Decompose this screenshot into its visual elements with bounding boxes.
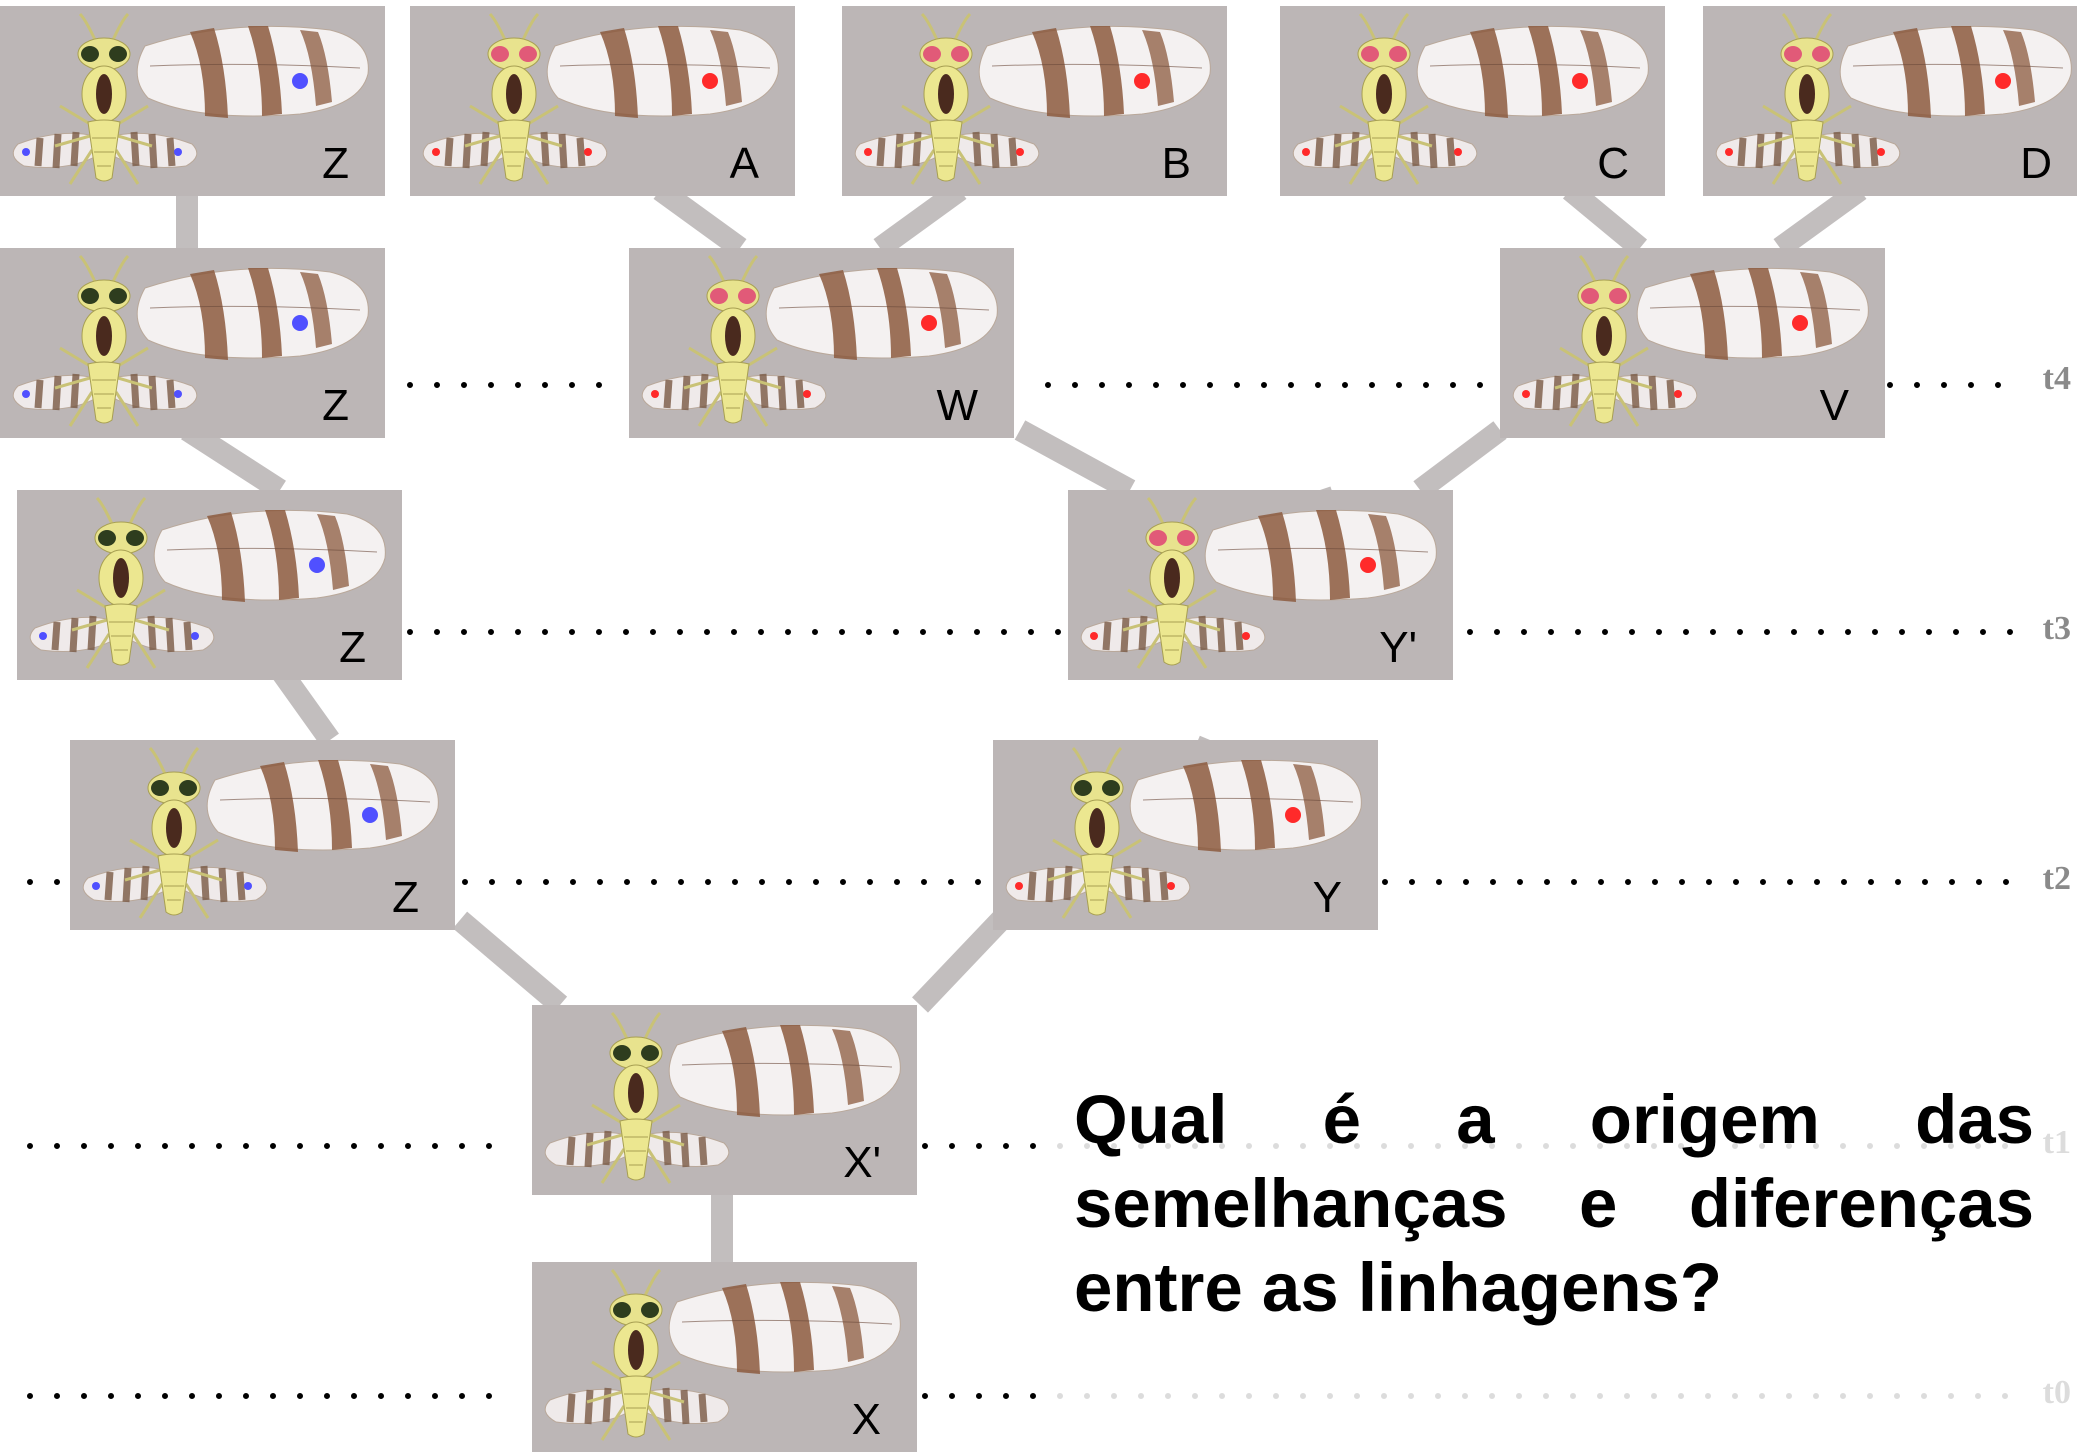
connector-1 [181,420,286,500]
connector-11 [873,181,967,257]
lineage-z-t3: Z [17,490,402,680]
connector-2 [271,663,339,747]
lineage-v: V [1500,248,1885,438]
lineage-label: V [1819,381,1849,430]
time-label-t1: t1 [2042,1124,2071,1161]
lineage-label: C [1597,139,1629,188]
fruit-fly-illustration [29,496,386,669]
fruit-fly-illustration [641,254,998,427]
lineage-label: W [936,381,978,430]
lineage-label: D [2020,139,2052,188]
fruit-fly-illustration [1292,12,1649,185]
lineage-label: X [851,1395,881,1444]
connector-13 [1773,181,1867,257]
fruit-fly-illustration [1005,746,1362,919]
time-label-t4: t4 [2042,360,2071,397]
fruit-fly-illustration [422,12,779,185]
lineage-label: Y' [1379,623,1417,672]
fruit-fly-illustration [82,746,439,919]
lineage-z-t2: Z [70,740,455,930]
fruit-fly-illustration [12,12,369,185]
lineage-y: Y [993,740,1378,930]
lineage-w: W [629,248,1014,438]
lineage-y-prime: Y' [1068,490,1453,680]
lineage-label: X' [843,1138,881,1187]
time-label-t0: t0 [2042,1374,2071,1411]
lineage-label: Z [322,381,349,430]
time-label-t2: t2 [2042,860,2071,897]
lineage-label: A [729,139,759,188]
lineage-z-top: Z [0,6,385,196]
lineage-label: Y [1312,873,1342,922]
fruit-fly-illustration [1080,496,1437,669]
lineage-label: B [1161,139,1191,188]
fruit-fly-illustration [544,1268,901,1441]
lineage-d: D [1703,6,2077,196]
fruit-fly-illustration [12,254,369,427]
fruit-fly-illustration [1512,254,1869,427]
fruit-fly-illustration [1715,12,2072,185]
lineage-label: Z [322,139,349,188]
fruit-fly-illustration [854,12,1211,185]
lineage-a: A [410,6,795,196]
connector-8 [1014,420,1136,500]
connector-3 [452,911,568,1014]
lineage-label: Z [392,873,419,922]
lineage-x-prime: X' [532,1005,917,1195]
fruit-fly-illustration [544,1011,901,1184]
lineage-z-t4: Z [0,248,385,438]
connector-9 [1413,421,1507,499]
lineage-x: X [532,1262,917,1452]
connector-12 [1562,181,1648,257]
lineage-label: Z [339,623,366,672]
question-text: Qual é a origem das semelhanças e difere… [1074,1081,2034,1326]
lineage-b: B [842,6,1227,196]
time-label-t3: t3 [2042,610,2071,647]
lineage-c: C [1280,6,1665,196]
connector-10 [653,181,747,257]
